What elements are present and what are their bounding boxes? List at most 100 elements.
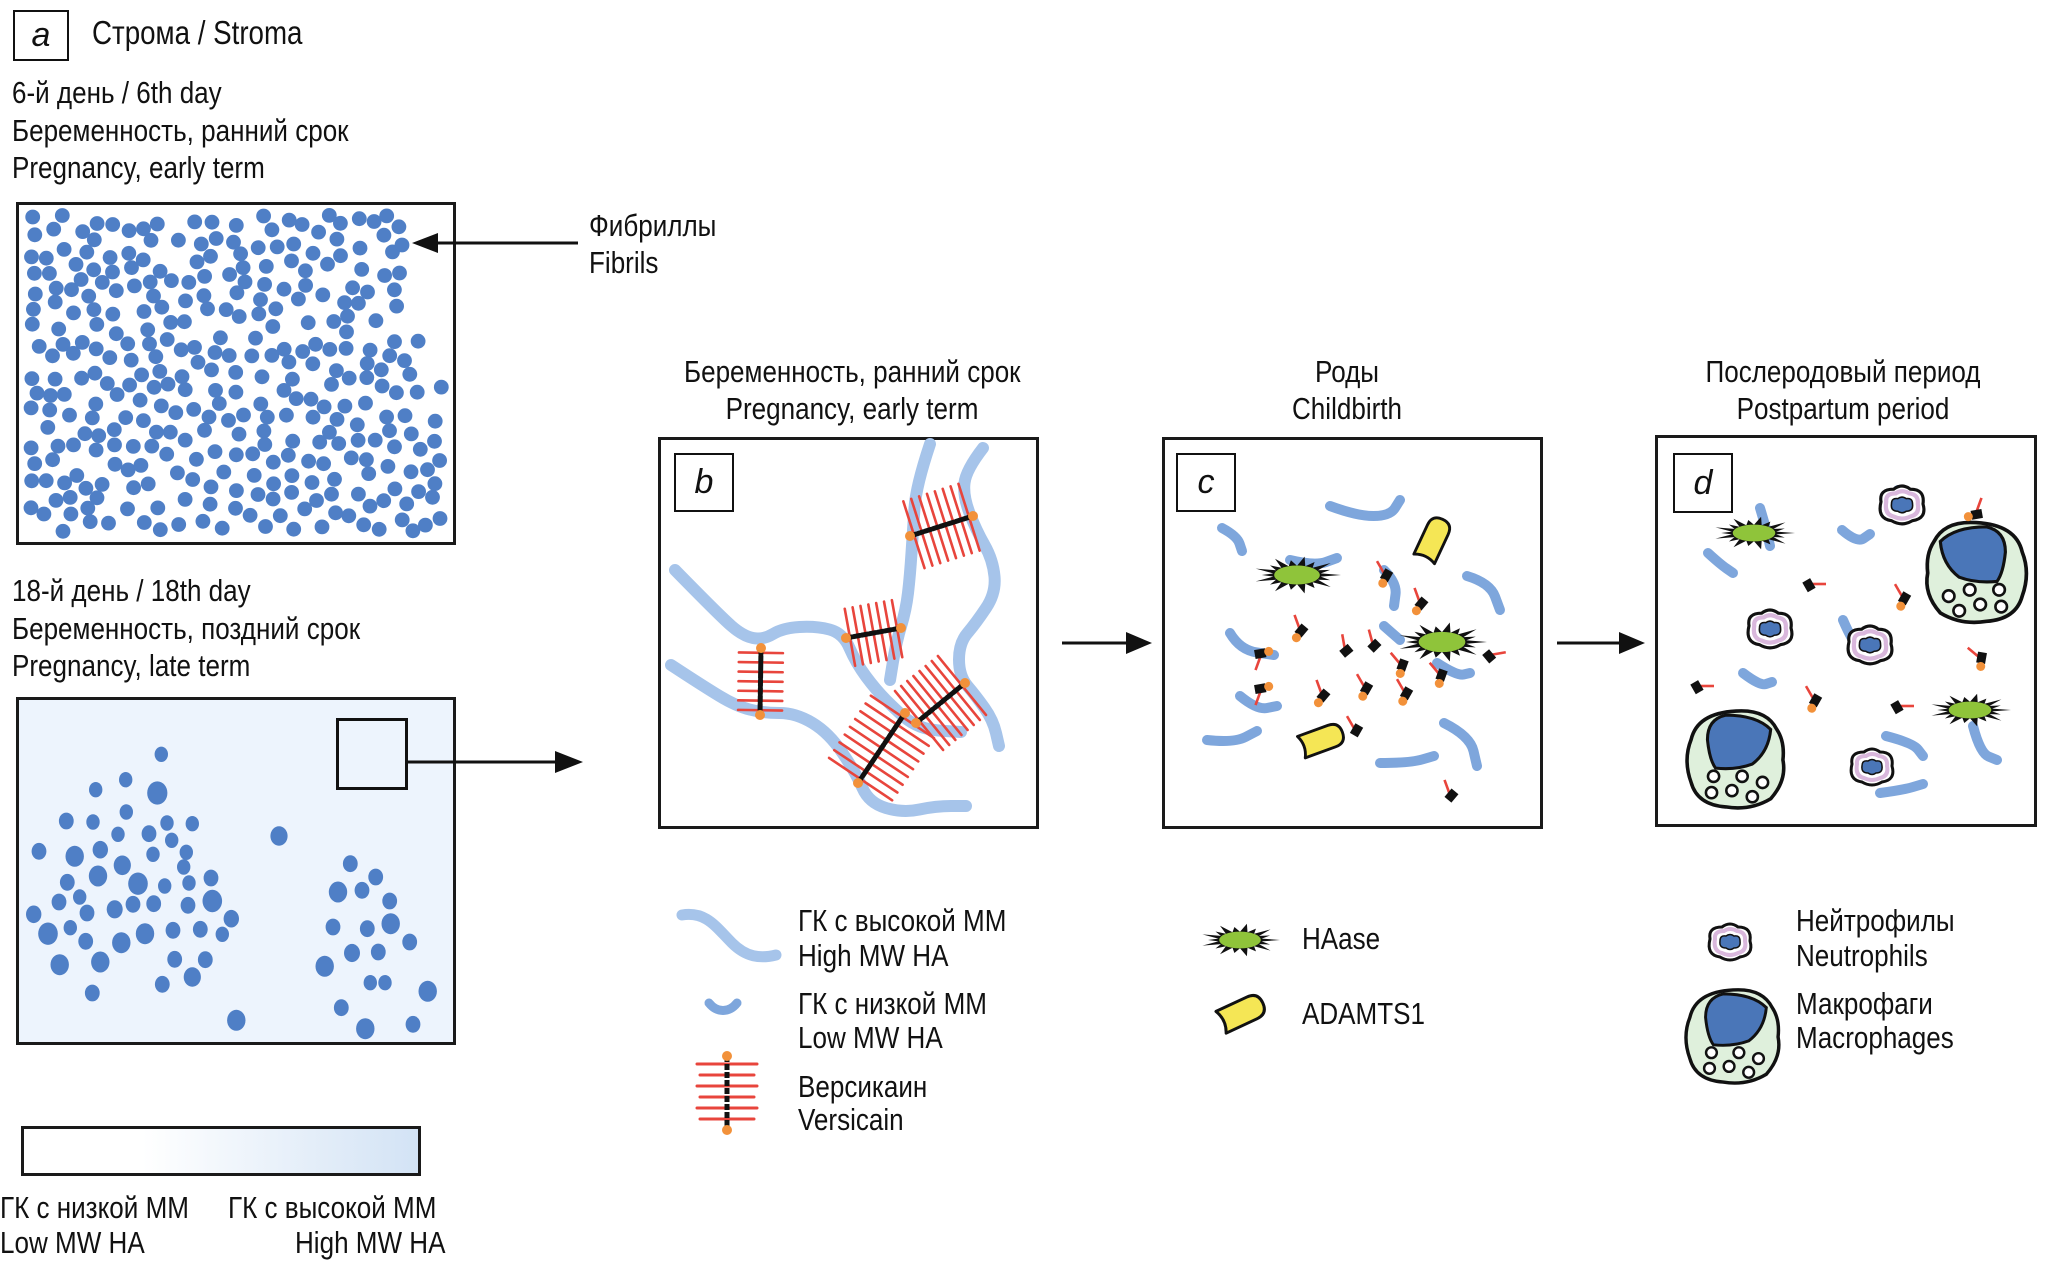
fibril-dot [66,437,81,453]
fibril-dot [84,410,100,426]
fibril-dot [279,407,294,423]
fibril-dot [231,426,247,442]
fibril-dot [284,485,299,500]
fibril-dot [135,923,155,945]
fibril-dot [427,476,443,492]
legend-neutrophils-ru: Нейтрофилы [1796,903,1955,938]
fibril-dot [298,278,313,293]
fibril-dot [337,398,353,414]
fibril-dot [171,232,186,248]
fibril-dot [181,275,197,290]
fibril-dot [281,354,297,370]
fibril-dot [251,306,267,322]
fibril-dot [233,246,249,262]
fibril-dot [121,223,137,238]
gradient-low-en: Low MW HA [0,1225,145,1260]
versican-end [722,1125,732,1135]
versican-end [960,678,970,688]
fibril-dot [40,420,56,435]
fibril-dot [410,333,426,349]
fibril-dot [42,266,57,281]
fibril-dot [27,227,43,243]
fibril-dot [207,345,223,360]
versican-fragment [1339,634,1354,658]
panel-a-letter-box: a [13,10,69,61]
versican-fragment [1254,681,1274,706]
fibril-dot [387,282,402,298]
versican-molecule [893,654,988,752]
ha-gradient-bar [21,1126,421,1176]
fibril-dot [36,506,52,522]
fibril-dot [125,895,141,913]
fibril-dot [333,215,348,231]
fibril-dot [359,356,375,371]
fibril-dot [380,459,396,474]
haase-core [1274,565,1320,585]
fibril-dot [324,486,339,502]
fibril-dot [55,337,71,352]
fibril-dot [376,227,392,243]
fragment-core [1435,668,1448,682]
fibril-dot [81,288,97,304]
fibril-dot [394,512,410,528]
fibril-dot [171,517,187,532]
fibril-dot [326,314,342,329]
fibril-dot [68,257,84,272]
fibril-dot [392,265,407,281]
fibril-dot [113,855,131,876]
fibril-dot [149,424,164,440]
fibril-dot [148,349,164,365]
fibril-dot [91,951,110,973]
early-stage-ru: Беременность, ранний срок [12,113,349,148]
fibril-dot [136,413,151,428]
neutrophil-nucleus [1758,620,1782,638]
fibril-dot [412,441,428,457]
versican-end [968,511,978,521]
fibril-dot [142,336,157,352]
versican-fragment [1443,779,1459,803]
fibril-dot [341,370,357,386]
fibril-dot [146,379,162,395]
neutrophil-rim [1751,613,1789,645]
macrophage-vacuole [1742,1065,1756,1079]
fibril-dot [173,342,189,358]
macrophage-vacuole [1962,582,1977,597]
fibril-dot [213,330,228,346]
fibril-dot [48,280,64,296]
low-mw-ha-fragment [1837,525,1875,545]
fibril-dot [218,302,234,317]
fibril-dot [378,975,392,991]
low-mw-ha-fragment [1325,495,1405,521]
versican-core [843,625,904,641]
neutrophil [1878,484,1926,526]
fibril-dot [78,480,94,496]
macrophage-vacuole [1702,1061,1717,1075]
fibril-dot [359,920,375,938]
fibril-dot-pointed [394,237,410,253]
versican-end [841,633,851,643]
versican-fragment [1367,629,1382,653]
fibril-dot [51,321,67,337]
fibril-dot [160,376,176,392]
fibril-dot [214,520,230,536]
fibril-dot [24,249,39,265]
fibril-dot [250,487,266,502]
fibril-dot [303,391,319,407]
fragment-core [1349,723,1364,738]
fibril-dot [162,424,178,440]
fibril-dot [405,1015,421,1033]
low-mw-ha-fragment [1379,621,1405,645]
macrophage-vacuole [1941,589,1956,604]
fibril-dot [223,909,239,928]
fibril-dot [187,340,202,355]
fibril-dot [264,222,280,238]
fibril-dot [26,905,42,924]
fibril-dot [373,362,389,378]
fibril-dot [105,264,120,280]
fibril-dot [245,446,261,462]
versican-end [722,1051,732,1061]
fibril-dot [152,522,168,538]
fibril-dot [389,298,404,314]
fibril-dot [118,410,134,425]
panel-c-letter-box: c [1176,453,1236,512]
